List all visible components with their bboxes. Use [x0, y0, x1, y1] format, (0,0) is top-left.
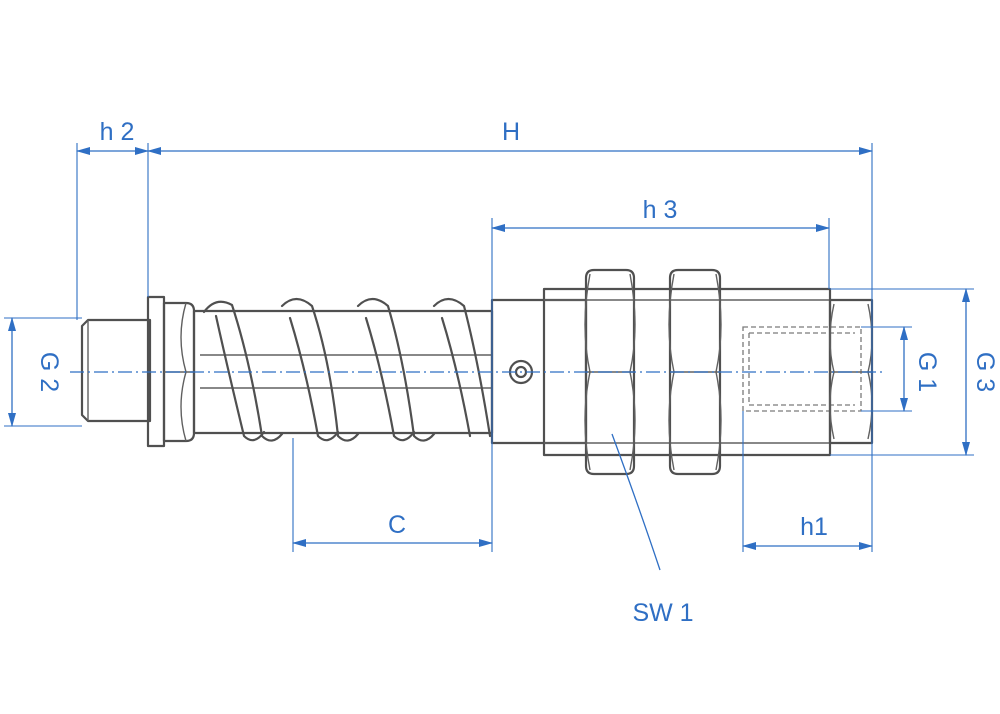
dim-label-G3: G 3 — [971, 352, 999, 392]
dim-label-G1: G 1 — [913, 352, 941, 392]
dim-label-H: H — [502, 118, 520, 146]
threaded-stud — [80, 318, 152, 423]
dim-label-G2: G 2 — [35, 352, 63, 392]
dimensions: h 2 H h 3 G 2 G 1 G 3 C h1 SW 1 — [4, 118, 999, 627]
dim-label-h2: h 2 — [100, 118, 135, 146]
dim-label-C: C — [388, 511, 406, 539]
dim-label-h1: h1 — [800, 513, 828, 541]
dim-label-SW1: SW 1 — [632, 599, 693, 627]
internal-thread — [742, 326, 862, 412]
compression-spring — [202, 297, 492, 442]
dim-label-h3: h 3 — [643, 196, 678, 224]
